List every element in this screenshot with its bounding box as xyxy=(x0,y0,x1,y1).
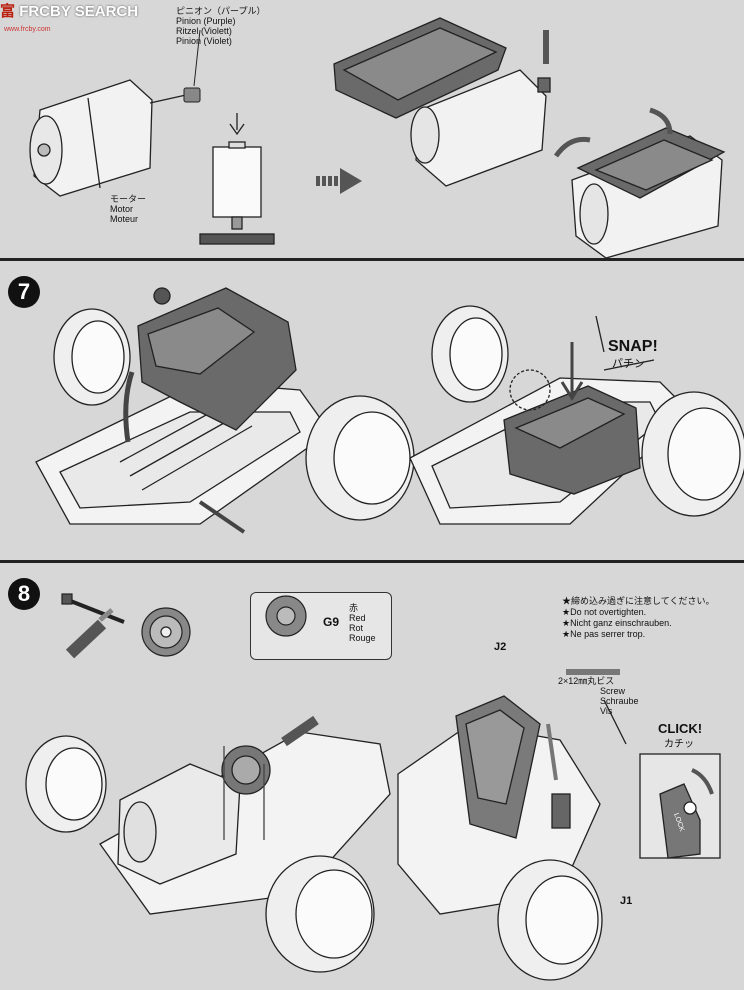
press-diagram xyxy=(199,113,275,245)
part-color-labels: 赤 Red Rot Rouge xyxy=(349,603,376,643)
snap-label: SNAP! xyxy=(608,338,658,355)
motor-drawing xyxy=(29,79,187,197)
next-step-arrow xyxy=(316,168,362,194)
step-7-number: 7 xyxy=(8,276,40,308)
watermark: 富 FRCBY SEARCH xyxy=(0,0,138,24)
click-detail-inset xyxy=(639,753,721,859)
pinion-gear-drawing xyxy=(183,29,201,103)
motor-label: モーター Motor Moteur xyxy=(110,194,147,224)
part-j2-label: J2 xyxy=(494,641,507,653)
step-6-panel: ピニオン（パープル） Pinion (Purple) Ritzel (Viole… xyxy=(0,0,744,259)
gear-g9-drawing xyxy=(141,595,307,657)
chassis-left xyxy=(35,308,415,525)
part-code: G9 xyxy=(323,615,340,629)
overtighten-warning: ★締め込み過ぎに注意してください。 ★Do not overtighten. ★… xyxy=(562,596,715,639)
step-6-illustration xyxy=(29,17,726,259)
chassis-left xyxy=(25,715,391,973)
assembled-motor-drawing xyxy=(553,107,726,259)
gear-housing-drawing xyxy=(333,17,551,187)
watermark-logo: 富 xyxy=(0,3,16,20)
step-7-illustration xyxy=(35,287,744,534)
gear-shaft-drawing xyxy=(61,593,125,659)
step-8-number: 8 xyxy=(8,578,40,610)
pinion-label: ピニオン（パープル） Pinion (Purple) Ritzel (Viole… xyxy=(176,6,266,46)
part-j1-label: J1 xyxy=(620,895,633,907)
motor-unit-right xyxy=(503,315,655,495)
chassis-right xyxy=(397,669,627,981)
click-label-jp: カチッ xyxy=(664,739,694,750)
step-8-illustration: LOCK xyxy=(25,593,721,981)
watermark-text: FRCBY SEARCH xyxy=(19,3,139,20)
divider xyxy=(0,258,744,261)
step-7-panel: 7 SNAP! パチン xyxy=(0,262,744,560)
divider xyxy=(0,560,744,563)
screw-label: 2×12㎜丸ビス Screw Schraube Vis xyxy=(558,676,639,716)
click-label: CLICK! xyxy=(658,721,703,736)
motor-unit-left xyxy=(123,287,297,534)
step-8-panel: 8 xyxy=(0,564,744,990)
watermark-url: www.frcby.com xyxy=(4,26,51,33)
